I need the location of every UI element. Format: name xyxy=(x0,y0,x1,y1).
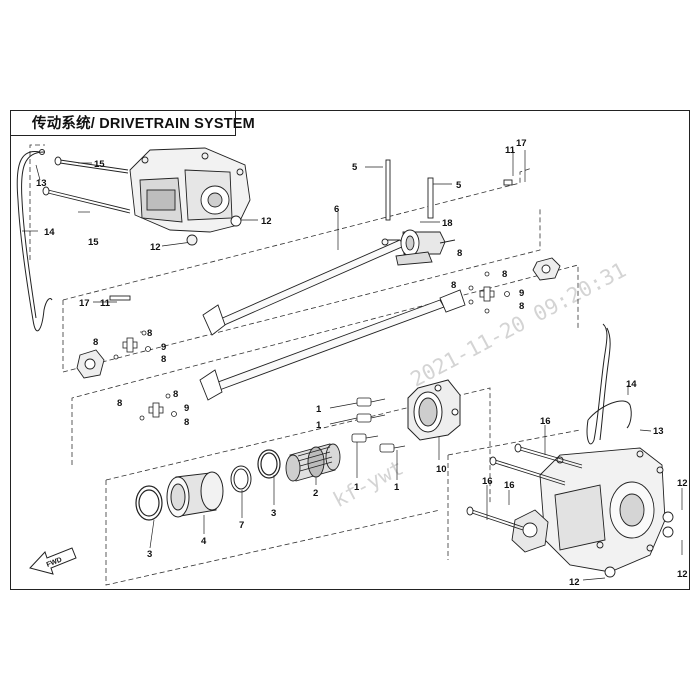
callout-12e: 12 xyxy=(569,577,580,588)
callout-12c: 12 xyxy=(677,478,688,489)
page-title: 传动系统/ DRIVETRAIN SYSTEM xyxy=(32,116,255,132)
leader-lines xyxy=(22,150,683,581)
callout-16b: 16 xyxy=(482,476,493,487)
callout-12d: 12 xyxy=(677,569,688,580)
callout-8h: 8 xyxy=(502,269,507,280)
front-diff-bolts xyxy=(42,156,131,214)
callout-18: 18 xyxy=(442,218,453,229)
front-differential xyxy=(129,147,251,246)
shaft-flanges xyxy=(76,179,561,379)
callout-17b: 17 xyxy=(79,298,90,309)
callout-2: 2 xyxy=(313,488,318,499)
callout-labels: 15 15 13 14 12 12 5 5 6 18 11 17 17 11 8… xyxy=(36,138,688,588)
callout-12a: 12 xyxy=(261,216,272,227)
bolts-1 xyxy=(351,397,406,453)
output-flange-10 xyxy=(407,379,461,441)
callout-16c: 16 xyxy=(504,480,515,491)
callout-4: 4 xyxy=(201,536,207,547)
callout-14b: 14 xyxy=(626,379,637,390)
callout-6: 6 xyxy=(334,204,339,215)
callout-3a: 3 xyxy=(147,549,152,560)
callout-8g: 8 xyxy=(457,248,462,259)
snap-ring-3-left xyxy=(135,485,163,521)
callout-3b: 3 xyxy=(271,508,276,519)
callout-13b: 13 xyxy=(653,426,664,437)
breather-hose-rear xyxy=(586,323,632,445)
coupling-group-top xyxy=(105,387,491,505)
callout-8c: 8 xyxy=(93,337,98,348)
snap-ring-3-right xyxy=(257,449,281,479)
coupling-group-outline xyxy=(105,480,441,586)
callout-8d: 8 xyxy=(173,389,178,400)
title-box: 传动系统/ DRIVETRAIN SYSTEM xyxy=(10,110,255,136)
fwd-arrow-icon: FWD xyxy=(29,547,77,575)
rear-propeller-shaft xyxy=(199,289,466,401)
callout-1a: 1 xyxy=(316,404,322,415)
callout-8f: 8 xyxy=(117,398,122,409)
breather-hose-front xyxy=(16,149,53,332)
rear-diff-bolts xyxy=(466,443,583,531)
callout-14a: 14 xyxy=(44,227,55,238)
front-propeller-shaft xyxy=(202,159,456,336)
callout-5b: 5 xyxy=(456,180,462,191)
callout-8b: 8 xyxy=(161,354,166,365)
callout-9c: 9 xyxy=(519,288,524,299)
callout-11a: 11 xyxy=(505,145,516,156)
callout-9b: 9 xyxy=(184,403,189,414)
group-outlines xyxy=(29,144,581,586)
callout-1c: 1 xyxy=(354,482,360,493)
front-shaft-group-outline xyxy=(62,208,541,373)
watermark-timestamp: 2021-11-20 09:20:31 xyxy=(407,258,630,392)
callout-8j: 8 xyxy=(451,280,456,291)
callout-9a: 9 xyxy=(161,342,166,353)
callout-15a: 15 xyxy=(94,159,105,170)
snap-ring-7 xyxy=(230,465,252,493)
callout-1d: 1 xyxy=(394,482,400,493)
front-shaft-group-top xyxy=(62,167,533,301)
callout-15b: 15 xyxy=(88,237,99,248)
rear-differential xyxy=(511,447,674,578)
callout-5a: 5 xyxy=(352,162,358,173)
callout-12b: 12 xyxy=(150,242,161,253)
splined-shaft-2 xyxy=(285,443,341,482)
callout-13a: 13 xyxy=(36,178,47,189)
universal-joint-crosses xyxy=(113,271,510,421)
callout-8i: 8 xyxy=(519,301,524,312)
rear-diff-group-top xyxy=(447,429,581,456)
callout-8e: 8 xyxy=(184,417,189,428)
callout-17a: 17 xyxy=(516,138,527,149)
callout-10: 10 xyxy=(436,464,447,475)
hose-group-outline xyxy=(29,144,45,260)
callout-1b: 1 xyxy=(316,420,322,431)
callout-8a: 8 xyxy=(147,328,152,339)
callout-11b: 11 xyxy=(100,298,111,309)
rear-shaft-group-outline xyxy=(71,264,579,465)
callout-16a: 16 xyxy=(540,416,551,427)
callout-7: 7 xyxy=(239,520,244,531)
coupling-sleeve-4 xyxy=(166,471,224,518)
diagram-frame xyxy=(10,110,690,590)
